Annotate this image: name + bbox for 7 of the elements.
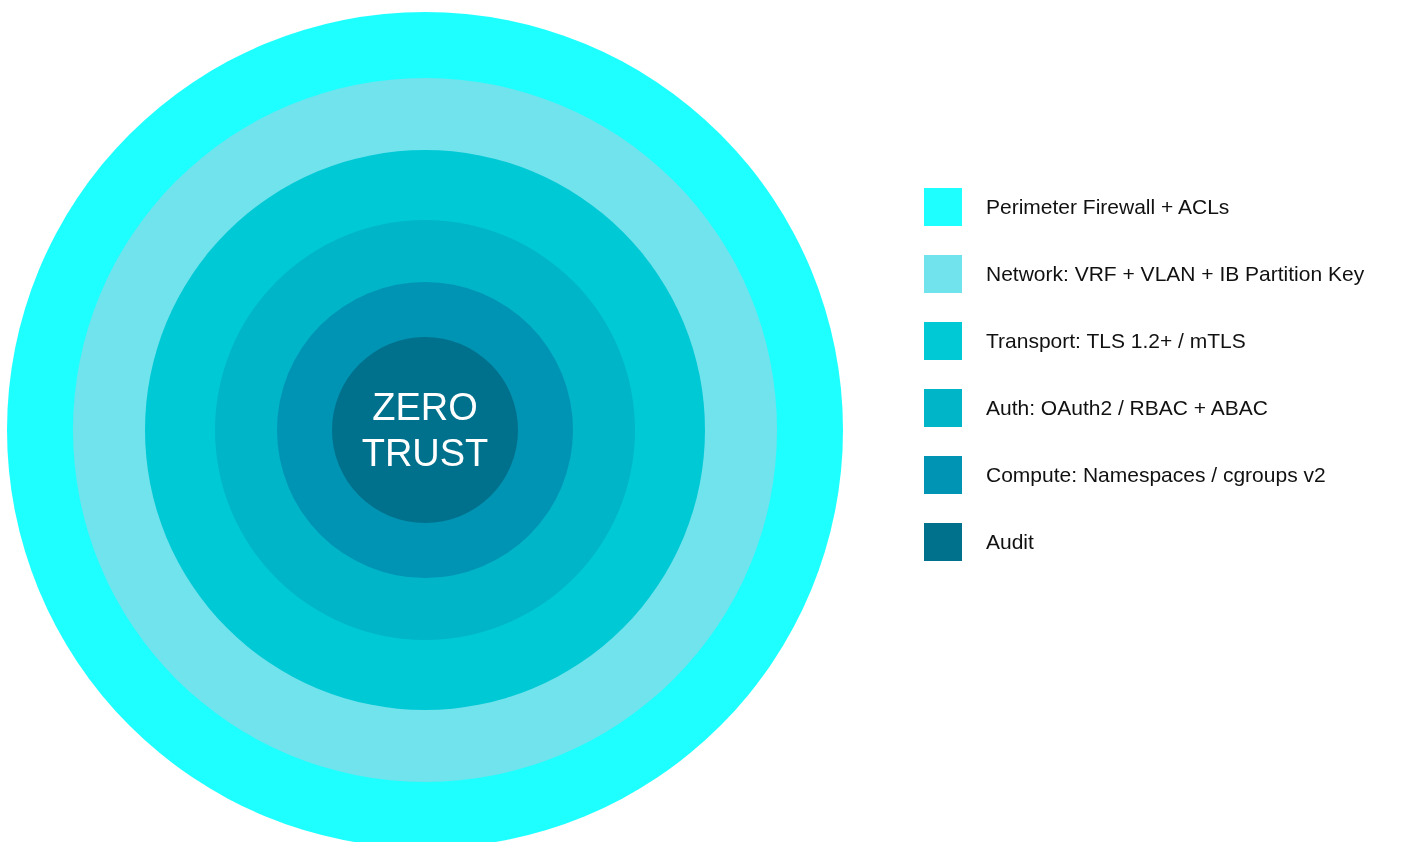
legend-label: Transport: TLS 1.2+ / mTLS	[986, 329, 1246, 353]
core-label: ZERO TRUST	[360, 385, 490, 476]
legend-label: Auth: OAuth2 / RBAC + ABAC	[986, 396, 1268, 420]
legend-label: Perimeter Firewall + ACLs	[986, 195, 1230, 219]
legend-label: Network: VRF + VLAN + IB Partition Key	[986, 262, 1365, 286]
legend-label: Compute: Namespaces / cgroups v2	[986, 463, 1326, 487]
legend-label: Audit	[986, 530, 1034, 554]
